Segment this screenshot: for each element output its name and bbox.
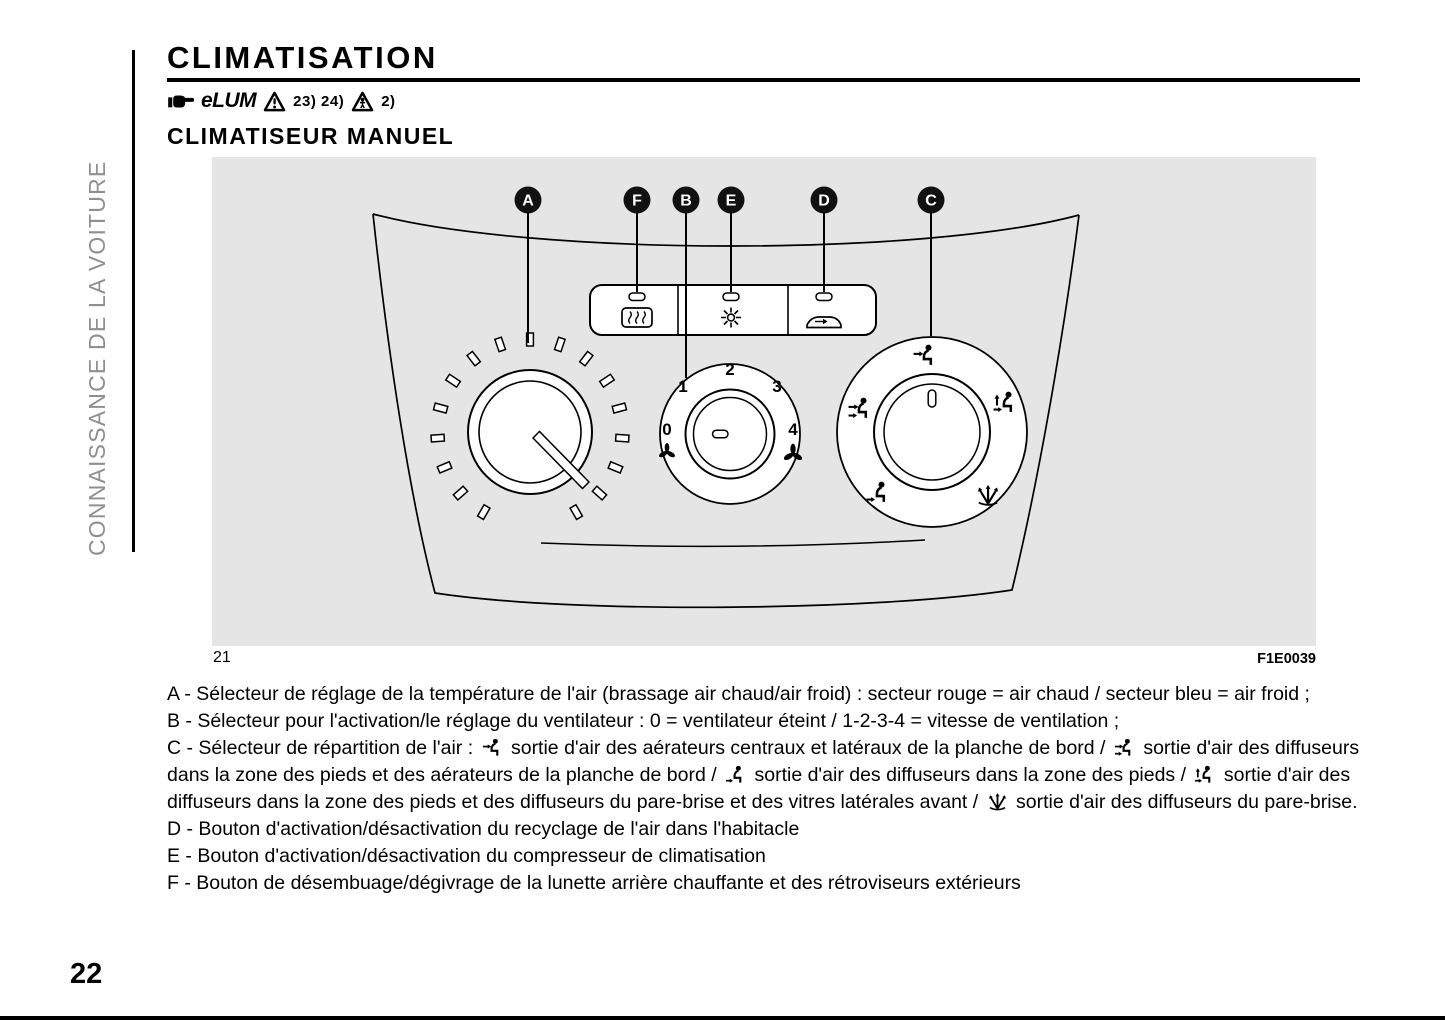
person-hazard-triangle-icon — [351, 91, 374, 111]
svg-text:C: C — [925, 193, 937, 210]
figure-21-box: 0 1 2 3 4 — [212, 157, 1316, 646]
page-number: 22 — [70, 958, 103, 990]
legend-item-c-intro: C - Sélecteur de répartition de l'air : — [167, 737, 474, 759]
footer-rule — [0, 1016, 1445, 1020]
title-underline — [167, 78, 1360, 82]
warning-triangle-icon — [263, 91, 286, 111]
warning-refs: 23) 24) — [293, 92, 345, 110]
vent-feet-icon — [725, 764, 746, 785]
callout-e: E — [717, 186, 745, 214]
recirculation-icon — [806, 316, 842, 329]
sidebar-divider — [132, 50, 135, 552]
ac-led — [722, 292, 740, 302]
callout-b: B — [672, 186, 700, 214]
temperature-tick-ring — [430, 332, 630, 521]
callout-c: C — [917, 186, 945, 214]
fan-pos-2: 2 — [725, 360, 734, 379]
fan-knob: 0 1 2 3 4 — [658, 360, 804, 505]
legend-item-c-seg2: sortie d'air des diffuseurs dans la zone… — [167, 737, 1360, 786]
fan-knob-marker — [711, 429, 729, 439]
fan-pos-1: 1 — [678, 377, 687, 396]
callout-f: F — [623, 186, 651, 214]
recirculation-led — [815, 292, 833, 302]
legend-item-e: E - Bouton d'activation/désactivation du… — [167, 845, 766, 867]
legend-item-c-seg4: sortie d'air des diffuseurs dans la zone… — [167, 764, 1351, 813]
climate-control-panel-figure: 0 1 2 3 4 — [372, 186, 1080, 609]
svg-text:D: D — [818, 193, 830, 210]
reference-row: eLUM 23) 24) 2) — [166, 86, 396, 116]
section-subtitle: CLIMATISEUR MANUEL — [167, 123, 455, 149]
fan-pos-0: 0 — [662, 420, 671, 439]
figure-code: F1E0039 — [1257, 651, 1316, 667]
page-title: CLIMATISATION — [167, 40, 438, 75]
legend-item-c-seg5: sortie d'air des diffuseurs du pare-bris… — [1016, 791, 1358, 813]
chapter-sidebar-label: CONNAISSANCE DE LA VOITURE — [84, 160, 110, 556]
windshield-defrost-icon — [987, 792, 1007, 811]
elum-label: eLUM — [201, 89, 257, 112]
legend-item-d: D - Bouton d'activation/désactivation du… — [167, 818, 800, 840]
person-hazard-ref: 2) — [381, 92, 396, 110]
figure-number: 21 — [213, 649, 231, 666]
vent-panel-icon — [482, 737, 503, 758]
svg-text:F: F — [632, 193, 642, 210]
vent-bilevel-icon — [1114, 737, 1135, 758]
legend-item-c: C - Sélecteur de répartition de l'air : … — [167, 735, 1365, 816]
temperature-pointer — [531, 430, 591, 490]
rear-defrost-led — [628, 292, 646, 302]
rear-window-defrost-icon — [621, 307, 653, 328]
svg-text:A: A — [522, 193, 534, 210]
legend-item-c-seg3: sortie d'air des diffuseurs dans la zone… — [754, 764, 1187, 786]
legend-item-c-seg1: sortie d'air des aérateurs centraux et l… — [510, 737, 1106, 759]
temperature-knob — [430, 332, 630, 521]
vent-feet-windshield-icon — [1194, 764, 1215, 785]
legend-item-b: B - Sélecteur pour l'activation/le régla… — [167, 710, 1120, 732]
legend-text: A - Sélecteur de réglage de la températu… — [167, 681, 1365, 897]
callout-lines — [527, 213, 932, 378]
callout-d: D — [810, 186, 838, 214]
legend-item-a: A - Sélecteur de réglage de la températu… — [167, 683, 1310, 705]
callout-a: A — [514, 186, 542, 214]
dashboard-outline — [372, 213, 1080, 609]
ac-compressor-icon — [721, 307, 741, 328]
fan-pos-3: 3 — [772, 377, 781, 396]
distribution-knob — [836, 336, 1028, 528]
svg-text:E: E — [726, 193, 737, 210]
svg-text:B: B — [680, 193, 692, 210]
fan-pos-4: 4 — [788, 420, 798, 439]
pointing-hand-icon — [168, 95, 194, 108]
legend-item-f: F - Bouton de désembuage/dégivrage de la… — [167, 872, 1021, 894]
button-strip — [589, 284, 877, 336]
distribution-knob-marker — [927, 389, 937, 408]
